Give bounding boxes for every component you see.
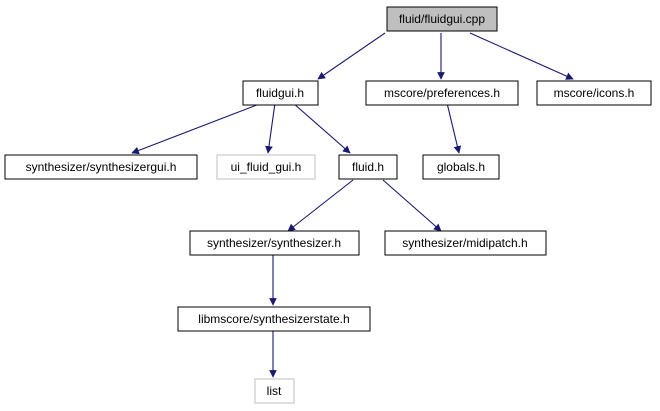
- node-preferences-h-label: mscore/preferences.h: [384, 86, 500, 100]
- node-globals-h[interactable]: globals.h: [422, 154, 500, 180]
- node-ui-fluid-gui-h-label: ui_fluid_gui.h: [231, 160, 302, 174]
- edge-fluidgui-h-to-fluid-h: [292, 102, 351, 154]
- edge-fluid-h-to-synthesizer-h: [287, 179, 354, 232]
- node-synthesizerstate-h[interactable]: libmscore/synthesizerstate.h: [177, 306, 371, 332]
- node-icons-h-label: mscore/icons.h: [554, 86, 635, 100]
- node-fluid-h-label: fluid.h: [352, 160, 384, 174]
- edge-fluidgui-h-to-ui-fluid-gui-h: [265, 102, 276, 154]
- node-synthesizergui-h[interactable]: synthesizer/synthesizergui.h: [4, 154, 198, 180]
- node-fluidgui-cpp[interactable]: fluid/fluidgui.cpp: [386, 6, 498, 32]
- node-fluidgui-h[interactable]: fluidgui.h: [242, 80, 319, 106]
- node-synthesizerstate-h-label: libmscore/synthesizerstate.h: [198, 312, 349, 326]
- edge-fluid-h-to-midipatch-h: [382, 179, 442, 232]
- node-fluid-h[interactable]: fluid.h: [338, 154, 398, 180]
- edge-fluidgui-cpp-to-icons-h: [469, 32, 574, 80]
- node-list-label: list: [267, 384, 282, 398]
- edge-fluidgui-h-to-synthesizergui-h: [131, 102, 263, 155]
- node-synthesizergui-h-label: synthesizer/synthesizergui.h: [26, 160, 177, 174]
- node-synthesizer-h[interactable]: synthesizer/synthesizer.h: [189, 230, 360, 256]
- node-list[interactable]: list: [254, 378, 295, 404]
- node-fluidgui-cpp-label: fluid/fluidgui.cpp: [399, 12, 485, 26]
- edge-fluidgui-cpp-to-fluidgui-h: [317, 32, 386, 80]
- node-midipatch-h-label: synthesizer/midipatch.h: [402, 236, 527, 250]
- edge-preferences-h-to-globals-h: [446, 102, 462, 154]
- node-fluidgui-h-label: fluidgui.h: [256, 86, 304, 100]
- node-globals-h-label: globals.h: [437, 160, 485, 174]
- node-synthesizer-h-label: synthesizer/synthesizer.h: [207, 236, 341, 250]
- node-ui-fluid-gui-h[interactable]: ui_fluid_gui.h: [216, 154, 316, 180]
- node-midipatch-h[interactable]: synthesizer/midipatch.h: [384, 230, 547, 256]
- node-icons-h[interactable]: mscore/icons.h: [536, 80, 652, 106]
- node-preferences-h[interactable]: mscore/preferences.h: [365, 80, 519, 106]
